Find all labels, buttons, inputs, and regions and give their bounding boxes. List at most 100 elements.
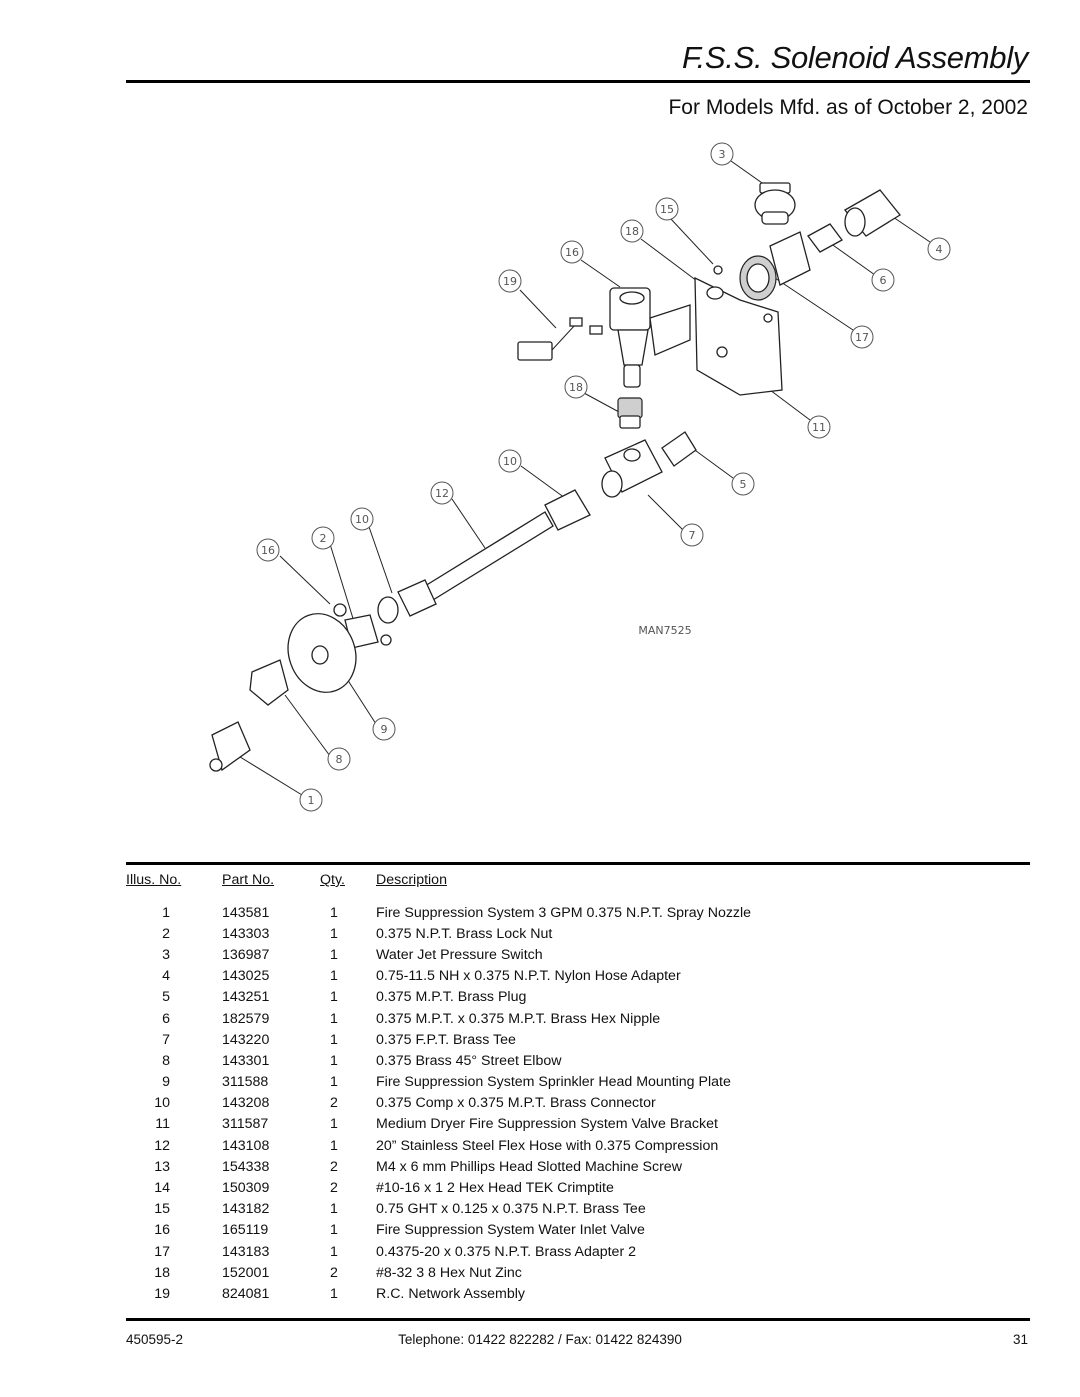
svg-text:8: 8 [336,753,343,766]
part-no-header: Part No. [222,872,275,888]
illus-no-cell: 16 [154,1222,170,1239]
callout-4: 4 [927,237,951,261]
callout-15: 17 [850,325,874,349]
illus-no-cell: 11 [155,1116,170,1133]
svg-text:17: 17 [855,331,869,344]
header-rule [126,80,1030,83]
description-cell: 0.375 M.P.T. Brass Plug [376,989,527,1006]
description-cell: Water Jet Pressure Switch [376,946,543,963]
callout-11: 11 [807,415,831,439]
callout-12: 12 [430,481,454,505]
qty-cell: 1 [330,946,338,963]
qty-cell: 2 [330,1158,338,1175]
part-no-cell: 182579 [222,1010,270,1027]
lock-nut-and-screws-parts [333,603,392,649]
svg-text:16: 16 [261,544,275,557]
screw-and-nut-parts [706,265,724,300]
description-cell: Fire Suppression System 3 GPM 0.375 N.P.… [376,904,752,921]
description-cell: #10-16 x 1 2 Hex Head TEK Crimptite [376,1180,614,1197]
description-cell: 0.375 Brass 45° Street Elbow [376,1052,562,1069]
qty-cell: 2 [330,1264,338,1281]
part-no-cell: 824081 [222,1285,270,1302]
part-no-cell: 165119 [222,1222,269,1239]
qty-cell: 1 [330,1201,338,1218]
callout-2: 2 [311,526,335,550]
callout-17: 18 [564,375,588,399]
callout-6: 6 [871,268,895,292]
illus-no-cell: 8 [162,1052,170,1069]
part-no-cell: 136987 [222,946,270,963]
part-no-cell: 152001 [222,1264,270,1281]
description-cell: 0.75-11.5 NH x 0.375 N.P.T. Nylon Hose A… [376,968,681,985]
illus-no-cell: 3 [162,946,170,963]
svg-text:15: 15 [660,203,674,216]
svg-text:2: 2 [320,532,327,545]
pressure-switch-part [754,182,796,225]
callout-1: 1 [299,788,323,812]
description-cell: Fire Suppression System Water Inlet Valv… [376,1222,645,1239]
svg-text:18: 18 [625,225,639,238]
contact-info: Telephone: 01422 822282 / Fax: 01422 824… [398,1332,682,1347]
part-no-cell: 143108 [222,1137,270,1154]
callout-10-lower: 10 [350,507,374,531]
svg-text:7: 7 [689,529,696,542]
svg-text:18: 18 [569,381,583,394]
illus-no-header: Illus. No. [126,872,182,888]
qty-cell: 1 [330,1137,338,1154]
callout-3: 3 [710,142,734,166]
inlet-valve-part [609,287,691,388]
description-cell: 0.375 F.P.T. Brass Tee [376,1031,516,1048]
description-cell: Medium Dryer Fire Suppression System Val… [376,1116,718,1133]
hex-nipple-part [807,223,843,253]
description-cell: 0.375 N.P.T. Brass Lock Nut [376,925,553,942]
illus-no-cell: 14 [154,1180,170,1197]
exploded-parts-diagram: MAN7525 3 4 15 18 16 19 6 17 18 11 10 5 … [209,142,951,812]
part-no-cell: 143220 [222,1031,270,1048]
leader-lines [231,160,931,796]
callout-13: 15 [655,197,679,221]
part-no-cell: 311588 [222,1074,269,1091]
callout-5: 5 [731,472,755,496]
page-subtitle: For Models Mfd. as of October 2, 2002 [668,96,1028,119]
callout-9: 9 [372,717,396,741]
qty-cell: 1 [330,989,338,1006]
svg-text:10: 10 [503,455,517,468]
callout-18: 18 [620,219,644,243]
illus-no-cell: 7 [162,1031,170,1048]
spray-nozzle-part [209,721,251,772]
brass-adapter-part [617,397,643,429]
part-no-cell: 143303 [222,925,270,942]
part-no-cell: 143025 [222,968,270,985]
description-cell: 0.4375-20 x 0.375 N.P.T. Brass Adapter 2 [376,1243,637,1260]
page-number: 31 [1012,1332,1028,1347]
illus-no-cell: 4 [162,968,170,985]
table-row: 3 136987 1 Water Jet Pressure Switch [126,944,1030,965]
description-cell: 0.75 GHT x 0.125 x 0.375 N.P.T. Brass Te… [376,1201,646,1218]
drawing-id-label: MAN7525 [638,624,691,637]
qty-cell: 2 [330,1180,338,1197]
hose-adapter-part [844,189,901,237]
part-no-cell: 311587 [222,1116,269,1133]
description-cell: #8-32 3 8 Hex Nut Zinc [376,1264,522,1281]
part-no-cell: 143251 [222,989,270,1006]
qty-cell: 1 [330,968,338,985]
mounting-plate-part [287,613,357,693]
brass-tee-upper-part [739,231,811,301]
svg-text:12: 12 [435,487,449,500]
description-cell: 0.375 Comp x 0.375 M.P.T. Brass Connecto… [376,1095,656,1112]
callout-8: 8 [327,747,351,771]
callout-7: 7 [680,523,704,547]
